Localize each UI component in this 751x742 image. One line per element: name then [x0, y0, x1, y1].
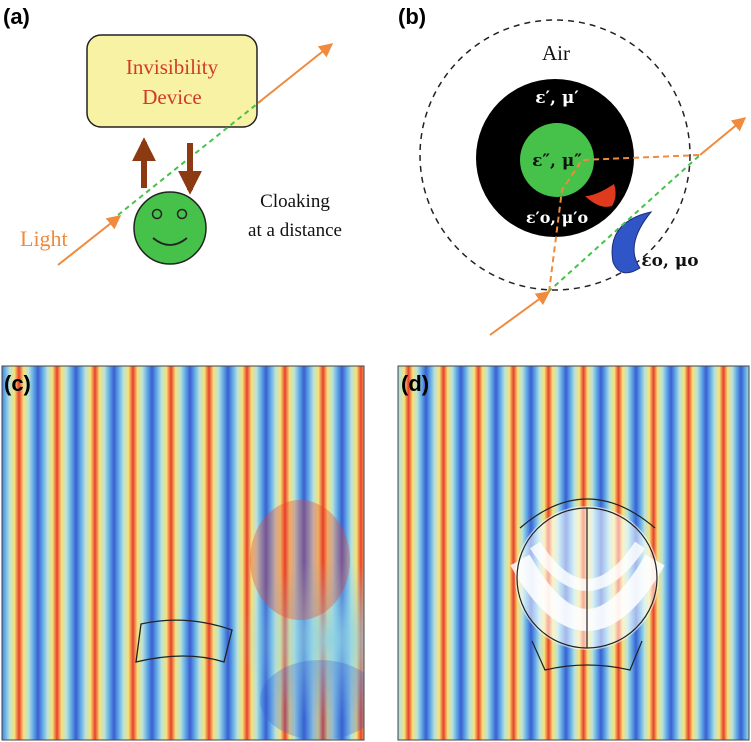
core-params: ε″, μ″ [532, 151, 582, 171]
air-label: Air [542, 41, 570, 65]
smiley-face-icon [133, 191, 207, 265]
cloak-device-outline-c [135, 619, 233, 663]
device-label-line1: Invisibility [126, 55, 219, 79]
field-map-d [398, 366, 749, 740]
panel-c: (c) [1, 365, 365, 741]
panel-b-label: (b) [398, 4, 426, 29]
panel-a-label: (a) [3, 4, 30, 29]
cloaking-label-line2: at a distance [248, 220, 342, 241]
air-boundary [419, 19, 691, 291]
panel-c-label: (c) [4, 371, 31, 396]
incident-ray-b [489, 291, 551, 336]
panel-d-label: (d) [401, 371, 429, 396]
object-params: εo, μo [641, 251, 698, 271]
invisibility-device-box [86, 34, 258, 128]
field-map-c [2, 366, 364, 740]
light-label: Light [20, 226, 68, 251]
panel-a: (a) Invisibility Device Light Cloaking a… [3, 4, 342, 266]
incident-ray [57, 215, 122, 266]
anti-object-red [585, 184, 616, 207]
panel-b: (b) Air ε′, μ′ ε″, μ″ ε′o, μ′o εo, μo [398, 4, 747, 336]
shell-params: ε′, μ′ [535, 88, 579, 108]
panel-d: (d) [397, 365, 750, 741]
ray-path-dashed-b [547, 154, 701, 293]
outgoing-ray [257, 43, 334, 104]
cloaking-label-line1: Cloaking [260, 191, 330, 212]
object-blue-crescent [611, 211, 653, 274]
cloak-core [520, 123, 594, 197]
cloak-device-outline-d [516, 498, 658, 671]
outgoing-ray-b [699, 117, 747, 156]
antiobject-params: ε′o, μ′o [526, 208, 589, 227]
internal-ray-b [548, 154, 701, 293]
device-label-line2: Device [142, 85, 201, 109]
